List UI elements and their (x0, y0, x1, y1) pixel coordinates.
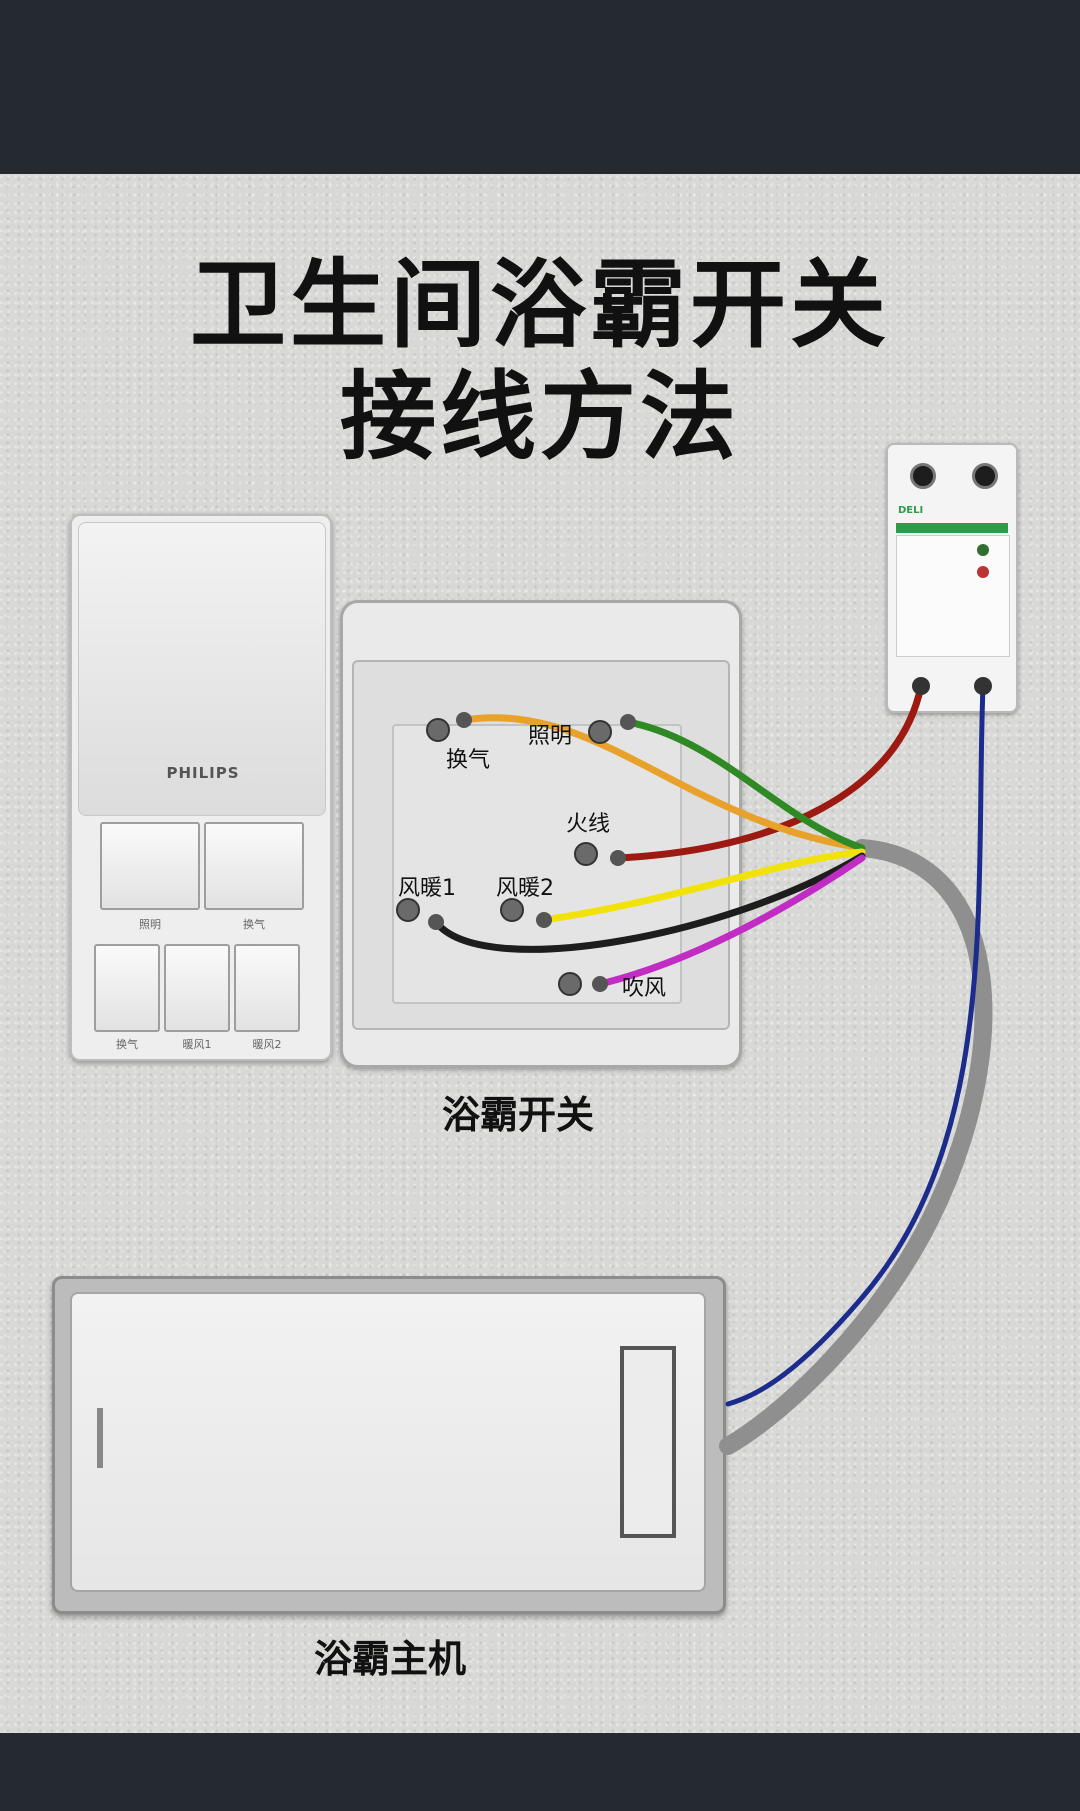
terminal-label-heat1: 风暖1 (398, 876, 456, 901)
screw-icon (558, 972, 582, 996)
breaker-terminal-icon (974, 677, 992, 695)
screw-icon (500, 898, 524, 922)
key-label: 暖风1 (182, 1038, 212, 1051)
screw-icon (426, 718, 450, 742)
terminal-label-live: 火线 (566, 812, 611, 837)
brand-logo: PHILIPS (166, 764, 240, 782)
screw-icon (536, 912, 552, 928)
terminal-label-lighting: 照明 (528, 724, 573, 749)
terminal-screws (396, 677, 992, 996)
switch-key-4 (164, 944, 230, 1032)
breaker-label-stripe (896, 523, 1008, 533)
heater-caption: 浴霸主机 (314, 1637, 467, 1681)
key-label: 换气 (243, 918, 265, 931)
wire-blue (725, 683, 986, 1407)
screw-icon (396, 898, 420, 922)
switch-caption: 浴霸开关 (442, 1093, 595, 1137)
heater-window (620, 1346, 676, 1538)
bottom-bar (0, 1733, 1080, 1811)
switch-key-5 (234, 944, 300, 1032)
screw-icon (592, 976, 608, 992)
heater-panel (70, 1292, 706, 1592)
circuit-breaker: DELI (886, 443, 1018, 713)
key-label: 暖风2 (252, 1038, 282, 1051)
screw-hole-icon (972, 463, 998, 489)
wire-red (614, 682, 925, 862)
screw-icon (428, 914, 444, 930)
wire-black (432, 852, 866, 953)
switch-key-2 (204, 822, 304, 910)
wire-orange (460, 714, 866, 852)
title-line-1: 卫生间浴霸开关 (190, 249, 890, 361)
screw-icon (588, 720, 612, 744)
breaker-brand: DELI (898, 505, 924, 516)
wire-green (624, 718, 866, 852)
led-icon (977, 544, 989, 556)
philips-switch: PHILIPS 照明 换气 换气 暖风1 暖风2 (70, 514, 332, 1061)
switch-key-3 (94, 944, 160, 1032)
terminal-label-blow: 吹风 (622, 976, 667, 1001)
switch-key-1 (100, 822, 200, 910)
switch-cover (78, 522, 326, 816)
led-icon (977, 566, 989, 578)
terminal-label-ventilation: 换气 (446, 748, 491, 773)
heater-slot (97, 1408, 103, 1468)
key-label: 照明 (139, 918, 161, 931)
top-bar (0, 0, 1080, 174)
wire-magenta (596, 854, 866, 988)
terminal-label-heat2: 风暖2 (496, 876, 554, 901)
key-label: 换气 (116, 1038, 138, 1051)
breaker-terminal-icon (912, 677, 930, 695)
breaker-body (896, 535, 1010, 657)
screw-icon (620, 714, 636, 730)
screw-icon (610, 850, 626, 866)
title-line-2: 接线方法 (340, 361, 740, 473)
screw-icon (456, 712, 472, 728)
cable-gray (719, 839, 993, 1455)
screw-icon (574, 842, 598, 866)
wire-yellow (540, 848, 866, 924)
screw-hole-icon (910, 463, 936, 489)
